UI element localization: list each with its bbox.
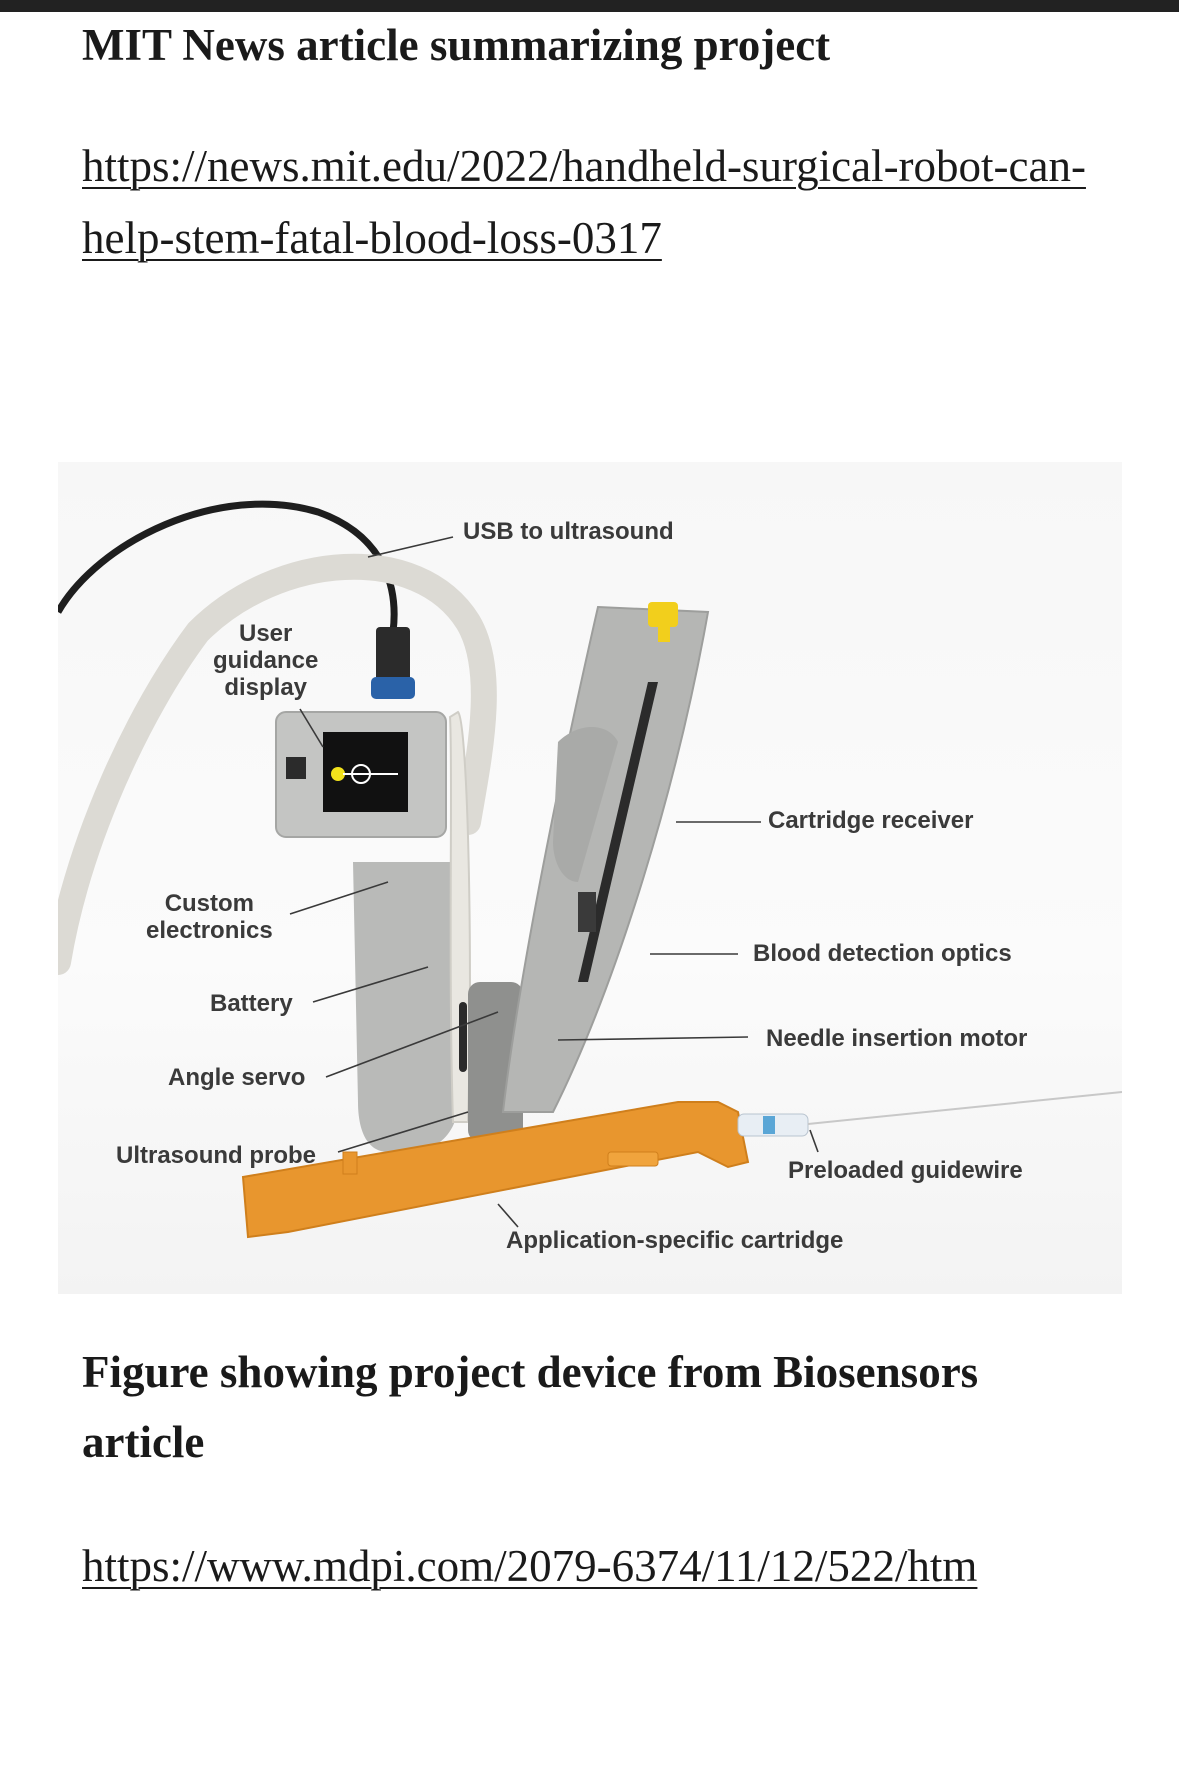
cable-connector (376, 627, 410, 682)
label-preloaded-guidewire: Preloaded guidewire (788, 1157, 1023, 1184)
guidewire (807, 1091, 1122, 1125)
needle-arm (501, 605, 710, 1113)
device-illustration (58, 500, 1122, 1239)
top-bar (0, 0, 1179, 12)
leader-lines (289, 536, 819, 1228)
display-button (286, 757, 306, 779)
label-user-guidance-display: User guidance display (213, 620, 319, 701)
display-dot (331, 767, 345, 781)
label-needle-insertion-motor: Needle insertion motor (766, 1025, 1028, 1052)
label-battery: Battery (210, 990, 293, 1017)
section-heading-biosensors: Figure showing project device from Biose… (82, 1347, 979, 1467)
cartridge-receiver-slot (578, 682, 658, 982)
label-usb-to-ultrasound: USB to ultrasound (463, 518, 674, 545)
usb-cable (58, 500, 398, 633)
label-cartridge-receiver: Cartridge receiver (768, 807, 974, 834)
orange-cartridge (241, 1101, 750, 1239)
connector-blue-ring (371, 677, 415, 699)
device-figure: USB to ultrasound User guidance display … (58, 462, 1122, 1294)
label-application-specific-cartridge: Application-specific cartridge (506, 1227, 844, 1254)
device-handle (353, 862, 458, 1152)
section-heading-mit-news: MIT News article summarizing project (82, 20, 831, 70)
label-angle-servo: Angle servo (168, 1064, 306, 1091)
label-blood-detection-optics: Blood detection optics (753, 940, 1012, 967)
yellow-knob (648, 602, 678, 627)
biosensors-link[interactable]: https://www.mdpi.com/2079-6374/11/12/522… (82, 1541, 978, 1591)
label-custom-electronics: Custom electronics (146, 890, 273, 944)
label-ultrasound-probe: Ultrasound probe (116, 1142, 317, 1169)
ultrasound-cable (58, 553, 497, 975)
mit-news-link[interactable]: https://news.mit.edu/2022/handheld-surgi… (82, 141, 1086, 263)
